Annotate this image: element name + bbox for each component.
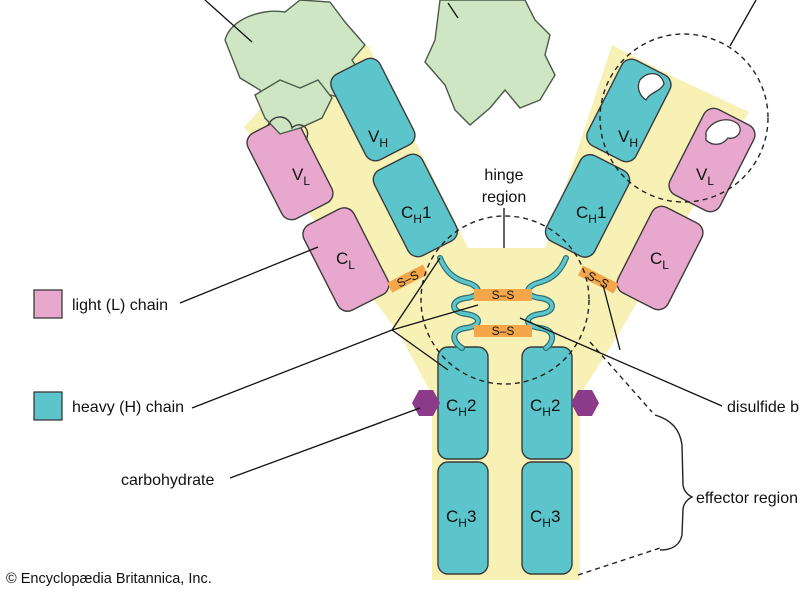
leader-disulfide-a	[519, 317, 723, 407]
antigen-site-dashed-circle	[599, 33, 769, 203]
hinge-dashed-circle	[420, 215, 590, 385]
right-CH3-label: CH3	[530, 507, 560, 530]
left-VH-label: VH	[368, 127, 388, 150]
hinge-disulfide-bond-2	[474, 325, 532, 337]
right-CH1-label: CH1	[576, 203, 606, 226]
leader-heavy-chain-c	[391, 329, 449, 371]
effector-brace	[654, 414, 694, 551]
copyright-credit: © Encyclopædia Britannica, Inc.	[6, 571, 212, 587]
left-CL-domain	[302, 207, 390, 312]
leader-left-antigen	[204, 0, 253, 43]
right-VH-pocket	[637, 73, 665, 101]
leader-heavy-chain-a	[191, 329, 393, 409]
left-CH2-label: CH2	[446, 396, 476, 419]
right-CL-label: CL	[650, 249, 669, 272]
left-CH1-domain	[372, 153, 459, 258]
hinge-ss-label-2: S–S	[492, 324, 515, 338]
effector-dashed-top	[589, 341, 653, 413]
left-VL-domain	[246, 115, 334, 221]
legend-heavy-chain-label: heavy (H) chain	[72, 399, 184, 416]
right-CH2-label: CH2	[530, 396, 560, 419]
hinge-label-line1: hinge	[484, 167, 523, 184]
carbohydrate-left	[412, 390, 440, 416]
hinge-ss-label-1: S–S	[492, 288, 515, 302]
leader-center-antigen	[447, 2, 459, 19]
hinge-label-line2: region	[482, 189, 526, 206]
right-VL-pocket	[705, 119, 741, 145]
left-VH-domain	[330, 57, 416, 162]
leader-disulfide-b	[602, 284, 621, 351]
legend-light-chain-swatch	[33, 289, 63, 319]
leader-light-chain	[179, 246, 319, 304]
hinge-disulfide-bond-1	[474, 289, 532, 301]
right-VL-label: VL	[696, 165, 714, 188]
leader-antigen-site	[729, 0, 757, 47]
leader-heavy-chain-d	[391, 304, 479, 331]
disulfide-bond-label: disulfide b	[727, 399, 799, 416]
right-CL-domain	[616, 205, 704, 311]
effector-region-label: effector region	[696, 490, 798, 507]
leader-carbohydrate	[229, 407, 421, 479]
right-CH1-domain	[544, 153, 631, 258]
carbohydrate-right	[571, 390, 599, 416]
left-CH3-domain	[437, 461, 489, 575]
antigen-center	[424, 0, 556, 126]
left-CL-label: CL	[336, 249, 355, 272]
hinge-chain-left-fill	[438, 256, 480, 350]
antigen-left-overlap	[254, 79, 333, 135]
left-CH3-label: CH3	[446, 507, 476, 530]
legend-light-chain-label: light (L) chain	[72, 297, 168, 314]
antigen-left-pocket	[267, 116, 309, 141]
legend-heavy-chain-swatch	[33, 391, 63, 421]
effector-dashed-bottom	[577, 547, 661, 576]
antibody-background	[244, 45, 749, 580]
left-VL-label: VL	[292, 165, 310, 188]
legend-carbohydrate-label: carbohydrate	[121, 472, 214, 489]
left-CH1-label: CH1	[401, 203, 431, 226]
leader-heavy-chain-b	[391, 257, 441, 331]
right-CH3-domain	[521, 461, 573, 575]
right-VH-label: VH	[618, 127, 638, 150]
